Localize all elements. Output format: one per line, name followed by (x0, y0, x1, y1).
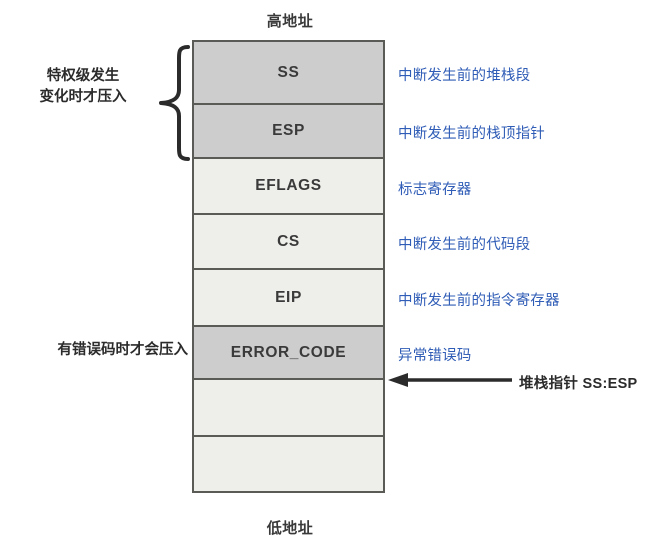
privilege-change-note-line1: 特权级发生 (46, 68, 120, 84)
low-address-caption: 低地址 (266, 520, 314, 537)
high-address-caption: 高地址 (266, 13, 314, 30)
stack-cell-eip: EIP (194, 270, 383, 327)
annotation-error-code: 异常错误码 (398, 348, 472, 364)
stack-pointer-arrow-icon (386, 370, 512, 390)
annotation-cs: 中断发生前的代码段 (398, 237, 531, 253)
stack-cell-label: EIP (275, 288, 302, 306)
annotation-esp: 中断发生前的栈顶指针 (398, 126, 545, 142)
stack-cell-label: ESP (272, 122, 305, 139)
annotation-eip: 中断发生前的指令寄存器 (398, 293, 560, 309)
stack-cell-ss: SS (194, 42, 383, 105)
stack-cell-eflags: EFLAGS (194, 159, 383, 215)
annotation-ss: 中断发生前的堆栈段 (398, 68, 531, 84)
stack-frame-table: SS ESP EFLAGS CS EIP ERROR_CODE (192, 40, 385, 493)
error-code-condition-note: 有错误码时才会压入 (57, 342, 189, 358)
stack-cell-esp: ESP (194, 105, 383, 159)
stack-pointer-label: 堆栈指针 SS:ESP (519, 376, 638, 392)
stack-cell-label: ERROR_CODE (230, 343, 347, 361)
stack-cell-empty-1 (194, 380, 383, 437)
privilege-group-brace-icon (158, 44, 190, 162)
privilege-change-note-line2: 变化时才压入 (39, 89, 127, 106)
stack-cell-empty-2 (194, 437, 383, 491)
stack-cell-cs: CS (194, 215, 383, 270)
stack-cell-label: CS (277, 232, 300, 250)
stack-cell-error-code: ERROR_CODE (194, 327, 383, 380)
annotation-eflags: 标志寄存器 (398, 182, 472, 198)
stack-cell-label: EFLAGS (255, 177, 322, 194)
stack-cell-label: SS (277, 63, 300, 81)
privilege-change-note: 特权级发生 变化时才压入 (10, 66, 156, 108)
